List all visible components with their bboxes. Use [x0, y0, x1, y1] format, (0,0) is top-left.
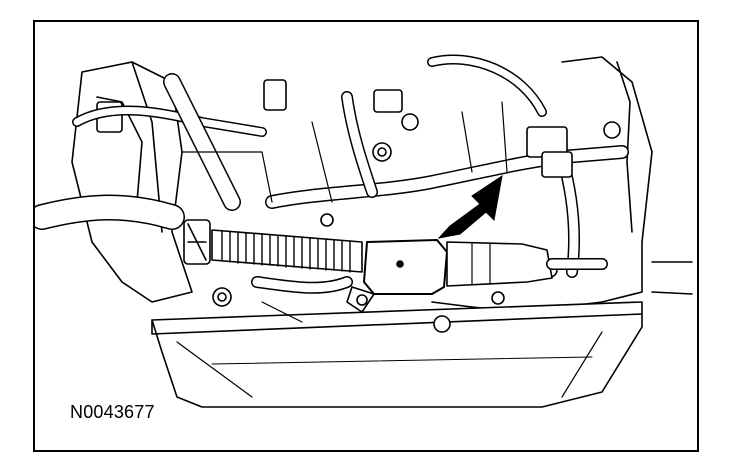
case-line [181, 151, 273, 203]
range-sensor [363, 239, 448, 295]
casting-rib-2 [131, 61, 163, 233]
case-line [461, 101, 508, 173]
sensor-screw [396, 260, 404, 268]
wire-loom-ribs [221, 230, 351, 273]
bolt [603, 121, 621, 139]
location-arrow [437, 174, 503, 239]
sensor-mount-bolt [356, 294, 368, 306]
left-hose-inner [35, 196, 184, 229]
bolt [212, 287, 232, 307]
bolt [217, 292, 227, 302]
transmission-illustration [35, 54, 693, 408]
bolt [320, 213, 334, 227]
top-connector-2 [373, 89, 403, 113]
harness-branch-up-inner [342, 92, 377, 197]
top-connector-1 [263, 79, 287, 111]
case-right-edge [651, 261, 693, 295]
oil-pan-lip [151, 313, 643, 335]
diagonal-tube-inner [164, 74, 240, 210]
connector-ribs [471, 243, 491, 285]
wiring-harness-inner [266, 146, 628, 208]
loom-clamp-detail [187, 223, 207, 261]
casting-rib-1 [96, 96, 143, 203]
harness-top-loop-inner [428, 55, 546, 116]
case-right-rib [616, 61, 633, 233]
bolt [433, 315, 451, 333]
top-connector-4 [541, 151, 573, 178]
bolt [491, 291, 505, 305]
oil-pan-ridge [211, 356, 593, 365]
bolt [377, 147, 387, 157]
oil-pan-inner [176, 331, 603, 398]
bolt [372, 142, 392, 162]
case-line [261, 121, 333, 323]
lower-hose-inner [252, 277, 352, 293]
bolt [401, 113, 419, 131]
figure-id-label: N0043677 [70, 402, 155, 422]
figure-frame: N0043677 [33, 20, 699, 452]
sensor-connector [446, 241, 553, 287]
wire-loom-outline [211, 229, 363, 273]
